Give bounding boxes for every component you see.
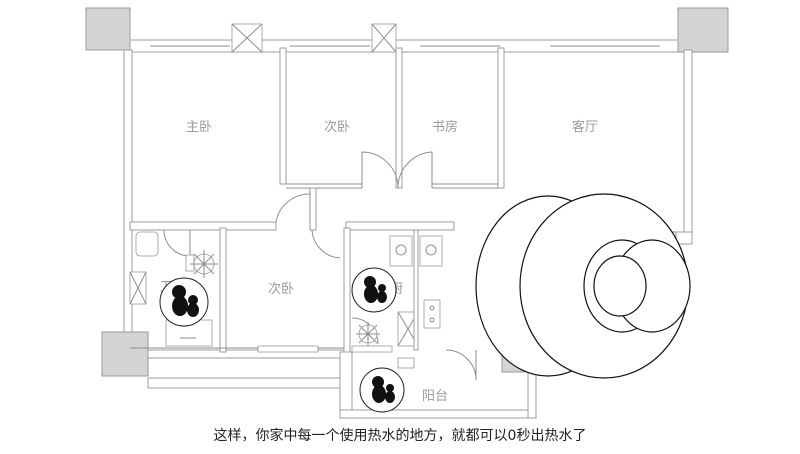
room-label-living-room: 客厅 — [572, 119, 598, 135]
room-label-study: 书房 — [432, 119, 458, 135]
water-heater-mascot-icon — [359, 367, 405, 413]
sink-icon — [423, 299, 441, 329]
room-label-lower-bedroom: 次卧 — [268, 281, 294, 297]
room-label-master-bedroom: 主卧 — [186, 120, 212, 135]
kitchen-window — [351, 345, 393, 353]
caption-text: 这样，你家中每一个使用热水的地方，就都可以0秒出热水了 — [214, 427, 587, 444]
shower-head-icon — [356, 322, 380, 346]
shower-head-icon — [190, 250, 218, 278]
room-label-second-bedroom: 次卧 — [324, 119, 350, 135]
toilet-icon — [135, 231, 159, 257]
kitchen-fixtures — [356, 235, 443, 369]
interior-walls — [129, 47, 505, 353]
vent-shafts — [129, 23, 419, 347]
water-heater-mascot-icon — [159, 277, 209, 327]
stove-icon — [389, 235, 413, 267]
outer-walls — [123, 39, 693, 419]
water-heater-mascot-icon — [351, 267, 397, 313]
water-heater-drum — [475, 193, 691, 379]
room-label-balcony: 阳台 — [422, 389, 448, 404]
lower-bedroom-window — [257, 345, 319, 353]
